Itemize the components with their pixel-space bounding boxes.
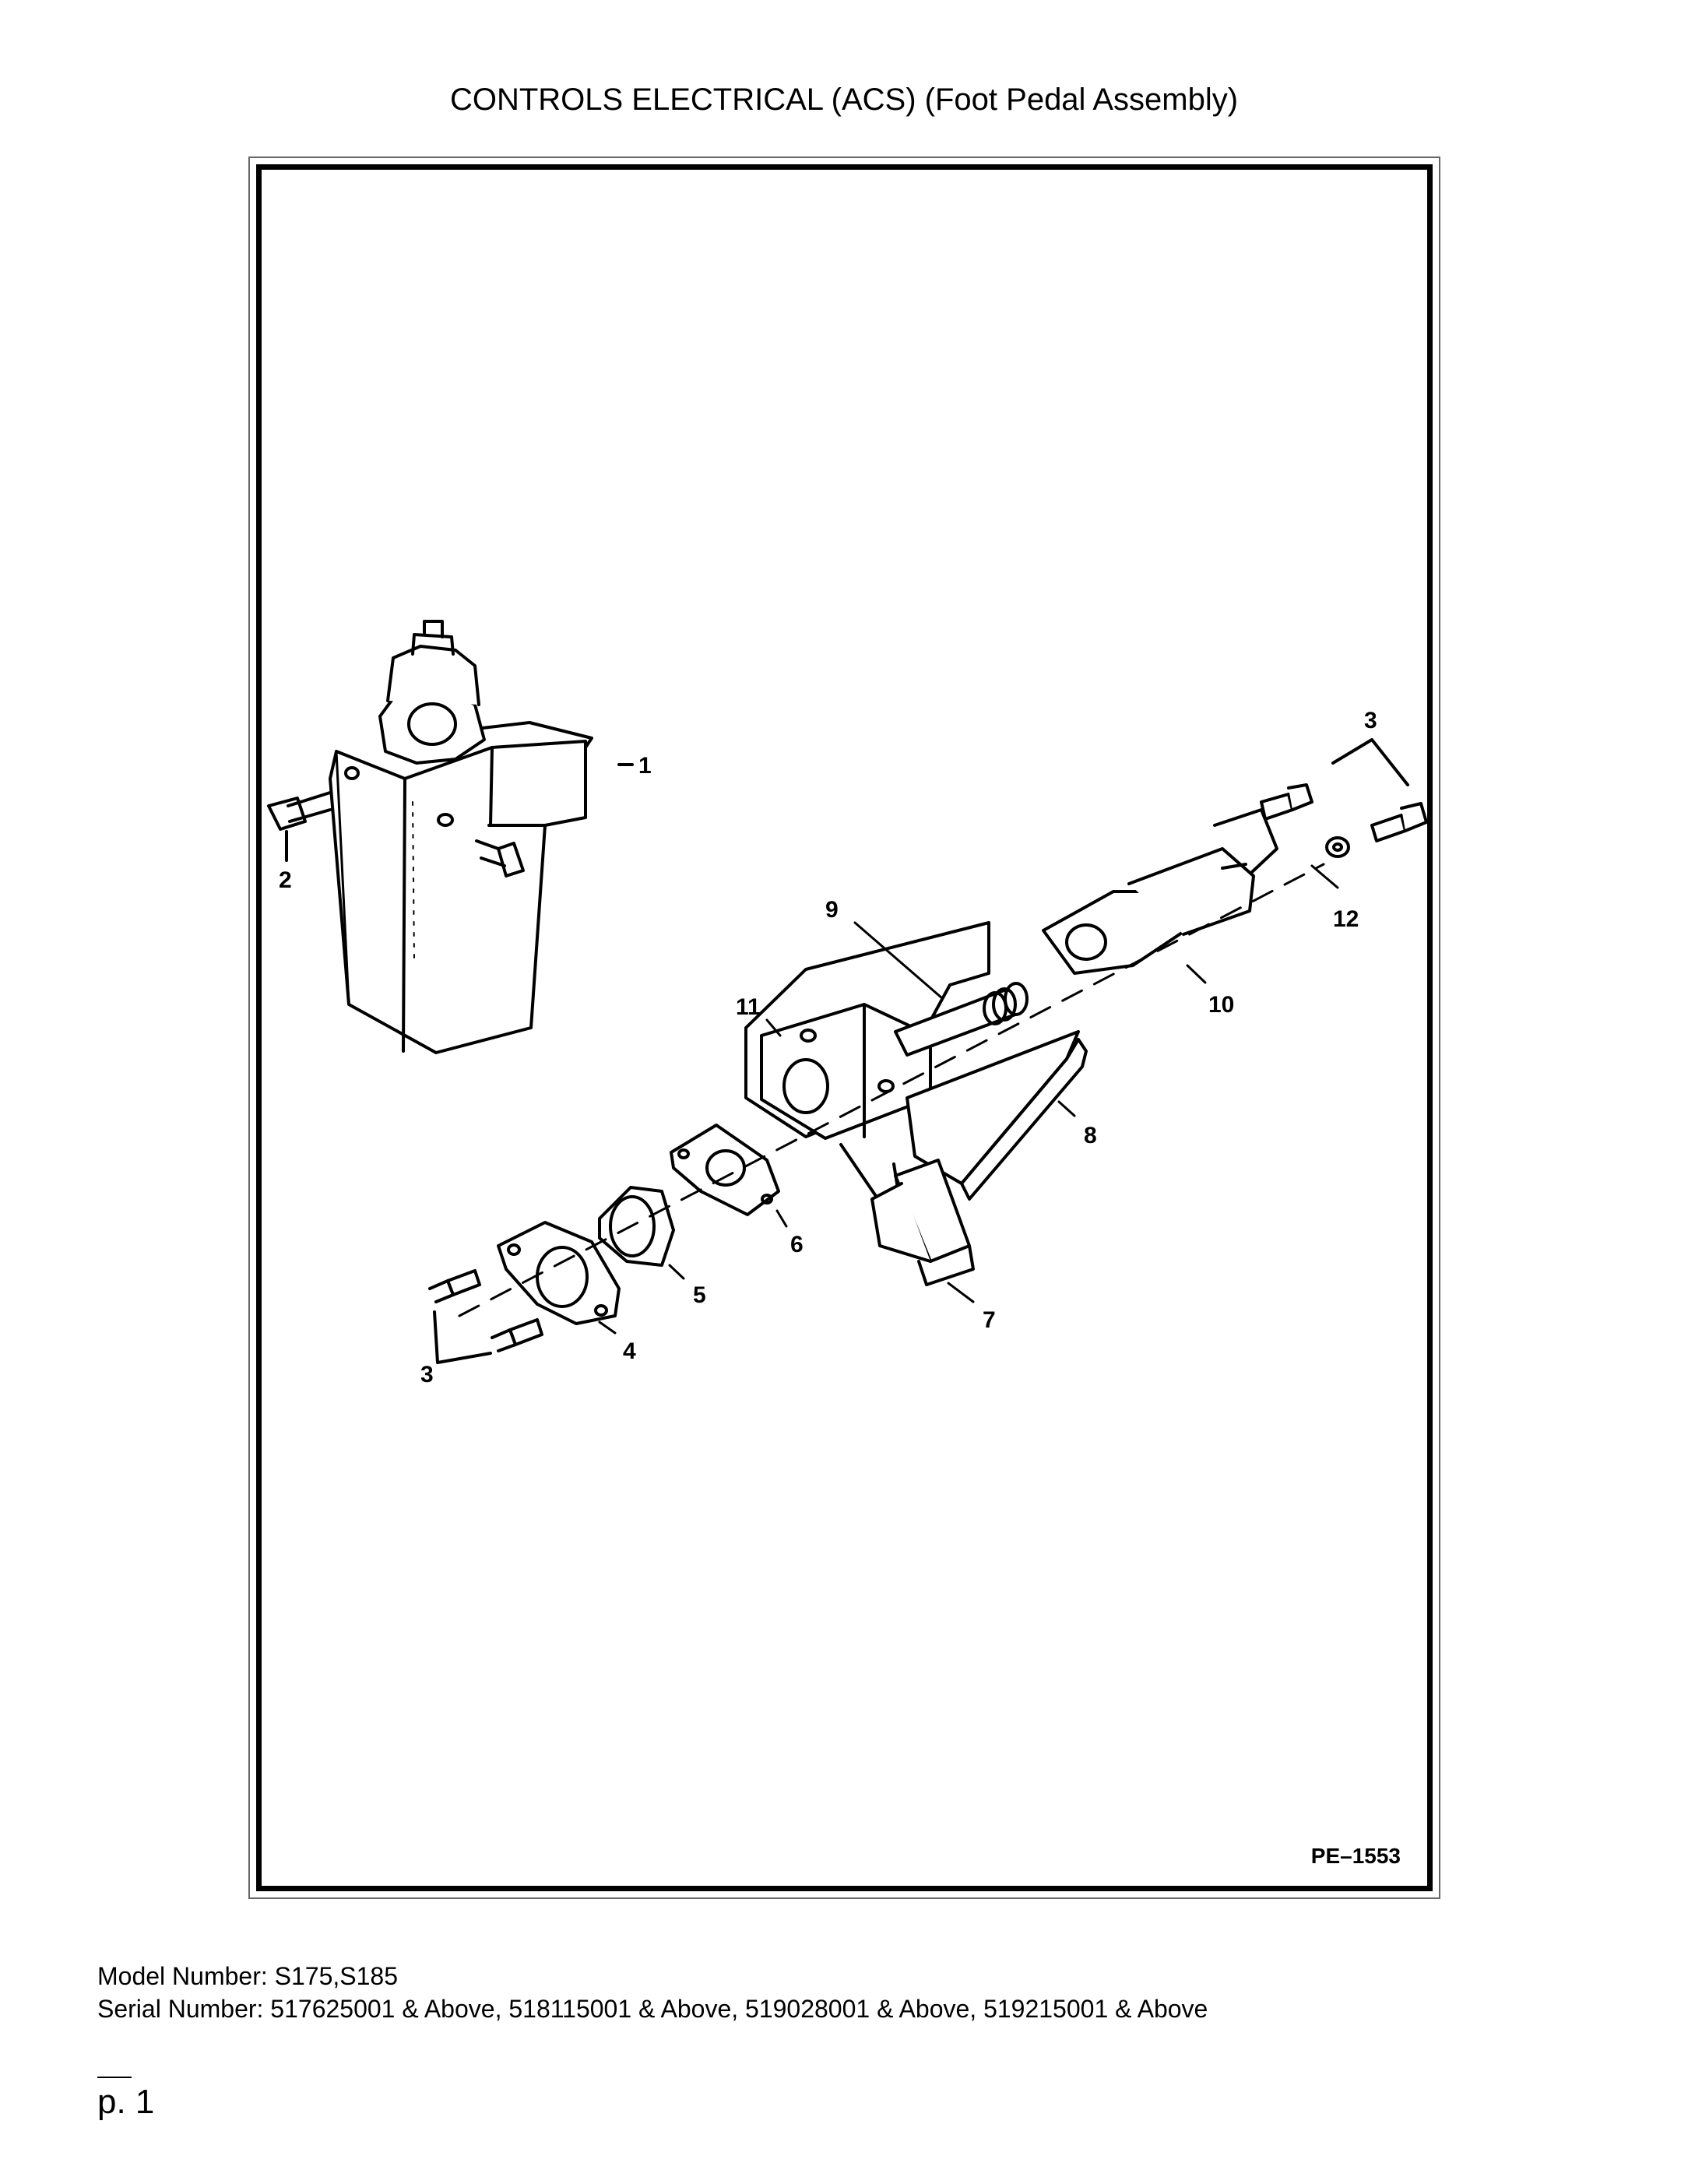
leader-4 bbox=[598, 1321, 617, 1335]
leader-9 bbox=[853, 921, 944, 1000]
part-12-washer-hole bbox=[1332, 842, 1343, 852]
callout-10: 10 bbox=[1208, 992, 1234, 1018]
page-rule bbox=[97, 2077, 132, 2078]
leader-lines bbox=[598, 864, 1339, 1335]
part-5-bushing bbox=[598, 1186, 675, 1267]
part-9-shaft bbox=[894, 982, 1029, 1057]
figure-code: PE–1553 bbox=[1310, 1844, 1401, 1868]
part-12-washer bbox=[1325, 836, 1350, 858]
part-11-bracket bbox=[744, 921, 1080, 1224]
callout-7: 7 bbox=[983, 1307, 996, 1333]
callout-2: 2 bbox=[279, 867, 292, 893]
part-6-gasket bbox=[670, 1124, 780, 1216]
callout-8: 8 bbox=[1084, 1123, 1097, 1148]
leader-10 bbox=[1186, 964, 1207, 984]
part-10-sensor bbox=[1042, 808, 1278, 975]
callout-1: 1 bbox=[638, 753, 652, 779]
part-1-pedal-housing bbox=[329, 620, 593, 1054]
part-3-screws-right bbox=[1260, 738, 1428, 842]
callout-11: 11 bbox=[736, 994, 761, 1020]
leader-7 bbox=[947, 1282, 975, 1303]
callout-3-right: 3 bbox=[1364, 708, 1377, 733]
diagram-frame-inner: PE–1553 bbox=[256, 164, 1433, 1891]
callout-9: 9 bbox=[825, 897, 839, 923]
leader-8 bbox=[1057, 1100, 1076, 1117]
page-title: CONTROLS ELECTRICAL (ACS) (Foot Pedal As… bbox=[449, 83, 1239, 117]
part-2-bolt bbox=[267, 791, 525, 877]
model-number: Model Number: S175,S185 bbox=[97, 1962, 398, 1990]
part-8-plate-edge bbox=[960, 1038, 1088, 1201]
callout-4: 4 bbox=[623, 1338, 636, 1364]
part-3-screws-left bbox=[428, 1269, 543, 1364]
serial-number: Serial Number: 517625001 & Above, 518115… bbox=[97, 1995, 1208, 2023]
leader-12 bbox=[1310, 864, 1339, 889]
diagram-frame: PE–1553 bbox=[248, 157, 1440, 1899]
leader-11 bbox=[765, 1018, 782, 1037]
callout-5: 5 bbox=[693, 1282, 706, 1308]
leader-6 bbox=[775, 1209, 788, 1228]
page-number: p. 1 bbox=[97, 2083, 155, 2121]
assembly-centerline bbox=[458, 863, 1325, 1317]
callout-6: 6 bbox=[790, 1232, 804, 1257]
callout-12: 12 bbox=[1333, 906, 1359, 932]
leader-5 bbox=[668, 1264, 685, 1280]
part-7-connector bbox=[870, 1159, 975, 1286]
callout-3-left: 3 bbox=[420, 1362, 434, 1387]
